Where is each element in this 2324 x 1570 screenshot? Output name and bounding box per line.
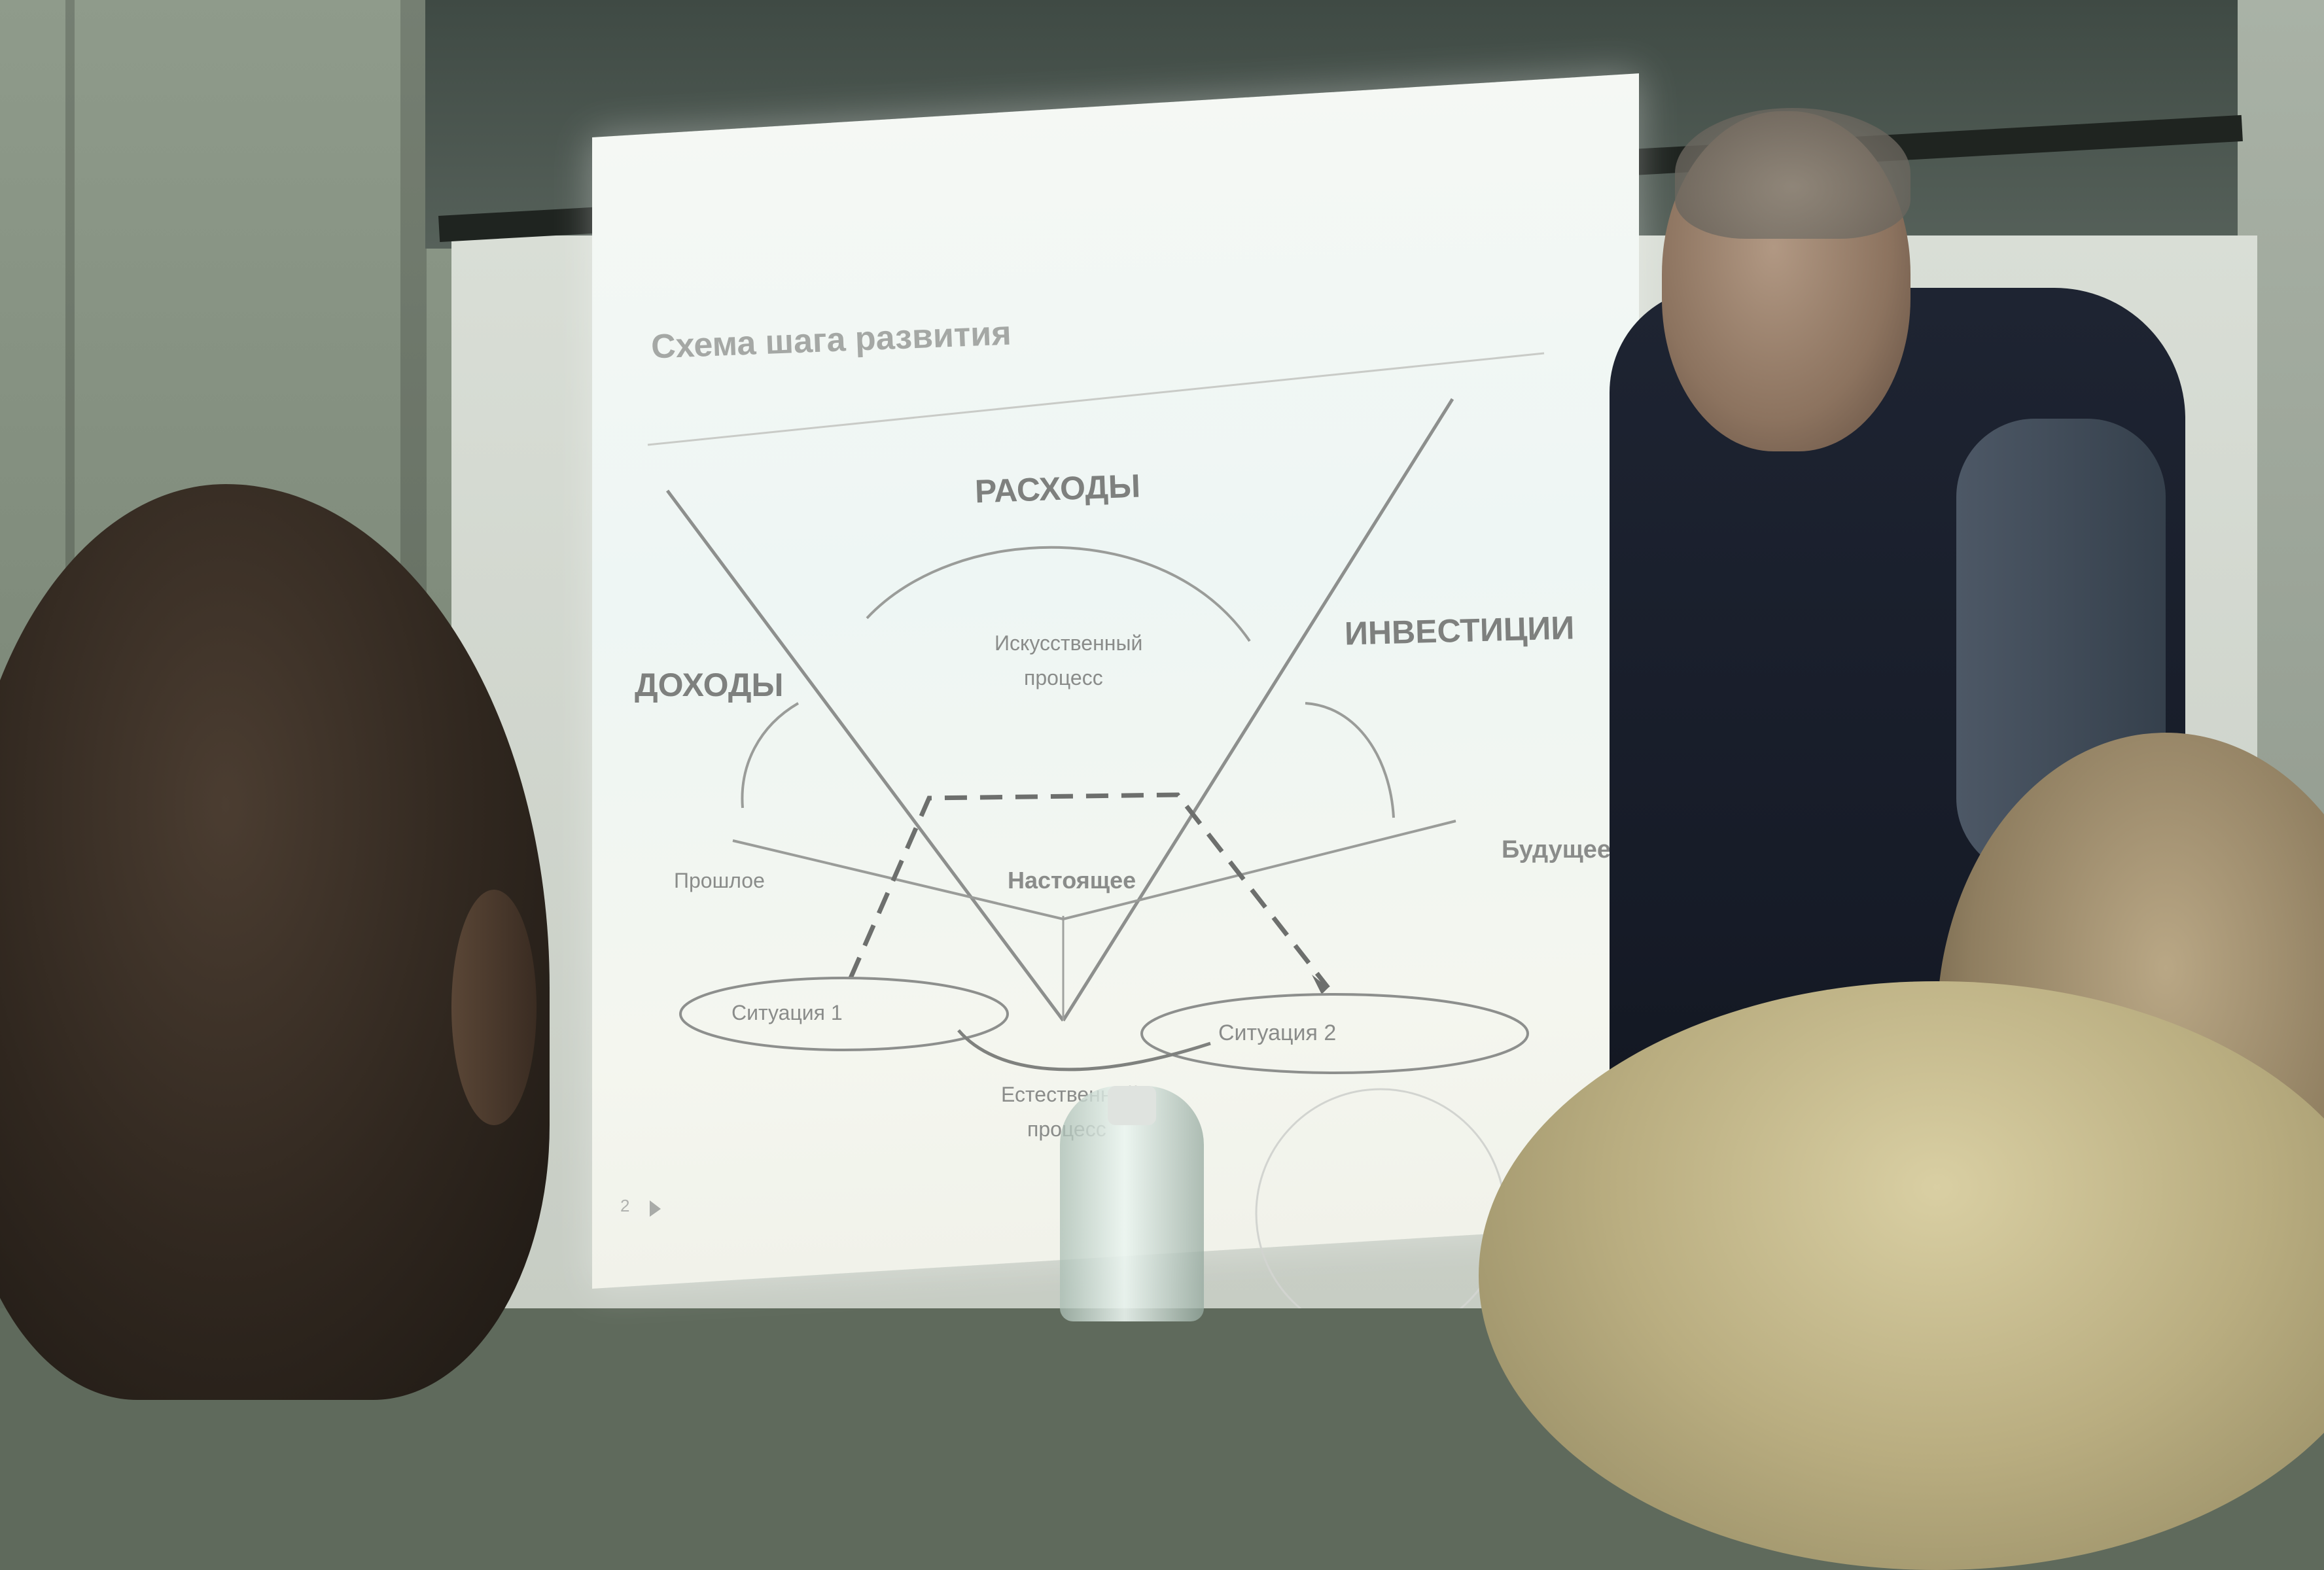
- income-arc-arrow: [741, 702, 800, 809]
- income-label: ДОХОДЫ: [635, 667, 784, 703]
- expenses-arc-arrow: [866, 546, 1251, 642]
- situation1-ellipse: [679, 977, 1009, 1051]
- dashed-trapezoid: [848, 792, 1330, 990]
- water-bottle: [1060, 1086, 1204, 1321]
- artificial-process-label-1: Искусственный: [995, 631, 1143, 655]
- v-left-line: [665, 489, 1065, 1022]
- situation2-label: Ситуация 2: [1218, 1020, 1337, 1045]
- future-label: Будущее: [1502, 836, 1611, 864]
- natural-process-arrow: [957, 1029, 1211, 1072]
- situation2-ellipse: [1140, 993, 1529, 1074]
- slide-page-number: 2: [620, 1196, 630, 1215]
- audience-ear: [451, 890, 537, 1125]
- dashed-arrowhead: [1312, 975, 1328, 994]
- investments-label: ИНВЕСТИЦИИ: [1344, 609, 1575, 652]
- v-right-line: [1061, 398, 1454, 1022]
- slide-nav-triangle-icon: [650, 1200, 661, 1217]
- timeline-line: [732, 820, 1456, 921]
- title-underline: [647, 352, 1545, 446]
- faint-circle: [1255, 1088, 1506, 1308]
- artificial-process-label-2: процесс: [1024, 666, 1103, 689]
- situation1-label: Ситуация 1: [731, 1001, 843, 1024]
- past-label: Прошлое: [674, 869, 765, 892]
- present-label: Настоящее: [1008, 867, 1136, 894]
- investments-arc-arrow: [1305, 702, 1395, 818]
- water-bottle-cap: [1108, 1086, 1156, 1125]
- expenses-label: РАСХОДЫ: [974, 467, 1141, 510]
- speaker-hair: [1675, 108, 1910, 239]
